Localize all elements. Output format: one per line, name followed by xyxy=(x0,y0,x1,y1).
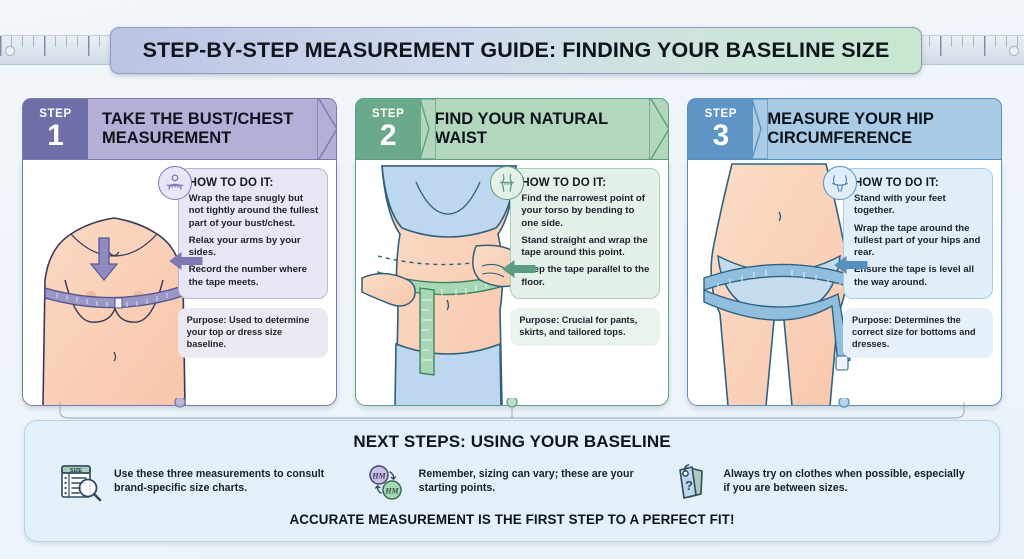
step-card-3: STEP 3 MEASURE YOUR HIP CIRCUMFERENCE xyxy=(687,98,1003,406)
step-illustration xyxy=(23,160,205,405)
bust-illustration xyxy=(23,160,205,405)
how-to-line: Ensure the tape is level all the way aro… xyxy=(854,264,974,288)
step-header-body: MEASURE YOUR HIP CIRCUMFERENCE xyxy=(752,98,1003,160)
how-to-line: Wrap the tape around the fullest part of… xyxy=(854,222,981,259)
how-to-title: HOW TO DO IT: xyxy=(521,177,607,189)
step-header: STEP 3 MEASURE YOUR HIP CIRCUMFERENCE xyxy=(687,98,1003,160)
tape-eyelet-icon xyxy=(1009,46,1019,56)
svg-text:?: ? xyxy=(685,478,693,493)
waist-illustration xyxy=(355,160,538,405)
purpose-label: Purpose: xyxy=(519,314,560,325)
step-header-body: FIND YOUR NATURAL WAIST xyxy=(419,98,670,160)
purpose-text: Crucial for pants, skirts, and tailored … xyxy=(519,314,638,337)
pointer-arrow-icon xyxy=(834,256,868,274)
next-steps-footer: ACCURATE MEASUREMENT IS THE FIRST STEP T… xyxy=(289,512,735,527)
how-to-line: Stand straight and wrap the tape around … xyxy=(521,234,648,259)
step-info-panel: HOW TO DO IT: Wrap the tape snugly but n… xyxy=(157,166,328,358)
tape-eyelet-icon xyxy=(5,46,15,56)
size-chart-search-icon: SIZE xyxy=(59,461,105,503)
step-body-card: HOW TO DO IT: Stand with your feet toget… xyxy=(687,160,1003,406)
tip-text: Always try on clothes when possible, esp… xyxy=(723,468,965,494)
tip-text: Use these three measurements to consult … xyxy=(114,468,325,494)
waist-measure-icon xyxy=(490,166,525,200)
how-to-line: Stand with your feet together. xyxy=(854,193,946,217)
how-to-line: Wrap the tape snugly but not tightly aro… xyxy=(188,193,319,229)
price-tag-question-icon: ? xyxy=(668,461,714,503)
how-to-box: HOW TO DO IT: Wrap the tape snugly but n… xyxy=(177,168,328,299)
svg-text:HM: HM xyxy=(371,472,386,481)
purpose-text: Determines the correct size for bottoms … xyxy=(852,314,976,349)
step-card-2: STEP 2 FIND YOUR NATURAL WAIST xyxy=(354,98,670,406)
next-steps-panel: NEXT STEPS: USING YOUR BASELINE SIZE Use… xyxy=(24,420,1000,542)
hip-illustration xyxy=(688,160,871,405)
step-illustration xyxy=(688,160,871,405)
how-to-box: HOW TO DO IT: Find the narrowest point o… xyxy=(510,168,661,299)
price-tag-question-icon: ? xyxy=(679,464,704,499)
how-to-line: Find the narrowest point of your torso b… xyxy=(521,193,645,229)
step-card-1: STEP 1 TAKE THE BUST/CHEST MEASUREMENT xyxy=(22,98,337,406)
tip-item: SIZE Use these three measurements to con… xyxy=(59,461,356,503)
step-word: STEP xyxy=(371,108,405,120)
step-title: TAKE THE BUST/CHEST MEASUREMENT xyxy=(102,109,294,147)
how-to-line: Keep the tape parallel to the floor. xyxy=(521,264,650,288)
size-chart-search-icon: SIZE xyxy=(61,465,102,502)
step-header: STEP 2 FIND YOUR NATURAL WAIST xyxy=(354,98,670,160)
step-info-panel: HOW TO DO IT: Find the narrowest point o… xyxy=(490,166,661,346)
measuring-tape-decoration-left xyxy=(0,35,128,65)
step-title: MEASURE YOUR HIP CIRCUMFERENCE xyxy=(767,109,934,147)
step-word: STEP xyxy=(704,108,738,120)
step-title: FIND YOUR NATURAL WAIST xyxy=(434,109,608,147)
tape-major-ticks xyxy=(0,36,128,56)
pointer-arrow-icon xyxy=(169,252,203,270)
purpose-box: Purpose: Crucial for pants, skirts, and … xyxy=(510,307,661,346)
tip-item: ? Always try on clothes when possible, e… xyxy=(668,461,965,503)
step-number: 3 xyxy=(712,118,730,152)
brand-variation-icon: HM HM xyxy=(368,465,402,500)
svg-text:SIZE: SIZE xyxy=(70,468,82,474)
steps-row: STEP 1 TAKE THE BUST/CHEST MEASUREMENT xyxy=(22,98,1003,406)
step-badge: STEP 1 xyxy=(22,98,88,160)
tip-item: HM HM Remember, sizing can vary; these a… xyxy=(364,461,661,503)
page-title-banner: STEP-BY-STEP MEASUREMENT GUIDE: FINDING … xyxy=(110,27,922,74)
purpose-text: Used to determine your top or dress size… xyxy=(186,314,310,349)
pointer-arrow-icon xyxy=(501,260,536,278)
tip-text: Remember, sizing can vary; these are you… xyxy=(418,468,634,494)
tape-major-ticks xyxy=(896,36,1024,56)
step-body-card: HOW TO DO IT: Find the narrowest point o… xyxy=(354,160,670,406)
step-connector-rails xyxy=(59,398,965,419)
bust-measure-icon xyxy=(157,166,192,200)
step-word: STEP xyxy=(39,108,72,120)
step-header-body: TAKE THE BUST/CHEST MEASUREMENT xyxy=(88,98,337,160)
tips-row: SIZE Use these three measurements to con… xyxy=(25,461,999,503)
how-to-line: Relax your arms by your sides. xyxy=(188,234,301,259)
purpose-label: Purpose: xyxy=(186,314,227,325)
step-number: 1 xyxy=(47,118,64,152)
hip-measure-icon xyxy=(823,166,858,200)
purpose-box: Purpose: Used to determine your top or d… xyxy=(177,307,328,358)
step-info-panel: HOW TO DO IT: Stand with your feet toget… xyxy=(823,166,994,358)
step-badge: STEP 2 xyxy=(354,98,421,160)
step-body-card: HOW TO DO IT: Wrap the tape snugly but n… xyxy=(22,160,337,406)
next-steps-heading: NEXT STEPS: USING YOUR BASELINE xyxy=(353,432,671,451)
step-number: 2 xyxy=(379,118,397,152)
down-arrow-icon xyxy=(89,237,119,282)
brand-variation-icon: HM HM xyxy=(364,461,410,503)
how-to-title: HOW TO DO IT: xyxy=(188,177,274,189)
step-header: STEP 1 TAKE THE BUST/CHEST MEASUREMENT xyxy=(22,98,337,160)
step-illustration xyxy=(355,160,538,405)
step-badge: STEP 3 xyxy=(687,98,754,160)
svg-text:HM: HM xyxy=(384,487,399,496)
purpose-box: Purpose: Determines the correct size for… xyxy=(843,307,994,358)
purpose-label: Purpose: xyxy=(852,314,892,325)
how-to-line: Record the number where the tape meets. xyxy=(188,264,308,288)
how-to-title: HOW TO DO IT: xyxy=(854,177,939,189)
how-to-box: HOW TO DO IT: Stand with your feet toget… xyxy=(843,168,994,299)
page-title: STEP-BY-STEP MEASUREMENT GUIDE: FINDING … xyxy=(142,38,890,62)
